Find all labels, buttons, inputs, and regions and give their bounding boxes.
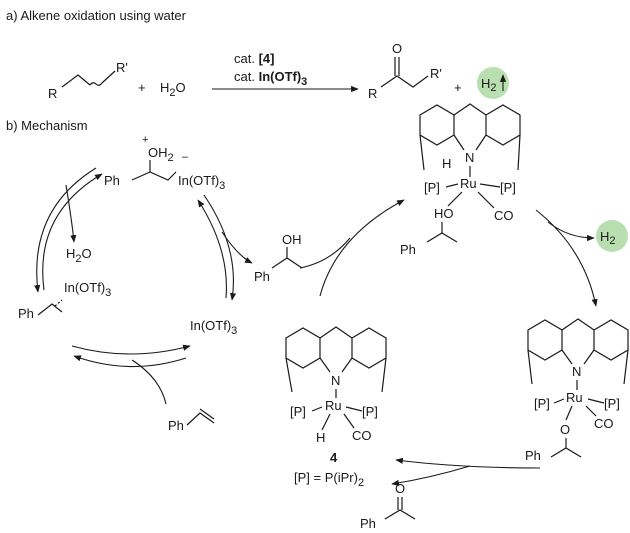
plus-sign: + [454, 80, 462, 95]
svg-text:OH: OH [282, 232, 302, 247]
svg-text:R: R [48, 86, 57, 101]
svg-text:O: O [395, 481, 405, 496]
svg-text:+: + [142, 134, 148, 146]
svg-text:[P]: [P] [534, 396, 550, 411]
ru-hydride-complex-4: N Ru [P] [P] H CO [285, 326, 387, 445]
ru-alkoxide-complex: N Ru [P] [P] O CO Ph [525, 318, 629, 463]
svg-text:Ph: Ph [168, 418, 184, 433]
svg-text:H2: H2 [481, 76, 497, 94]
ru-alcohol-complex: N H Ru [P] [P] HO CO Ph [400, 103, 521, 257]
svg-text:[P]: [P] [290, 404, 306, 419]
svg-text:H: H [442, 156, 451, 171]
left-cycle-arrows [34, 167, 253, 405]
svg-text:N: N [331, 373, 340, 388]
svg-text:H2: H2 [600, 229, 616, 247]
svg-text:Ph: Ph [525, 448, 541, 463]
svg-text:In(OTf)3: In(OTf)3 [178, 173, 225, 192]
catalyst-indium-label: cat. In(OTf)3 [234, 69, 307, 88]
phosphine-legend: [P] = P(iPr)2 [294, 470, 364, 489]
svg-text:–: – [182, 151, 189, 163]
svg-text:[P]: [P] [362, 404, 378, 419]
water-reactant: H2O [160, 80, 186, 99]
svg-text:H: H [316, 430, 325, 445]
svg-text:R': R' [116, 60, 128, 75]
svg-text:Ph: Ph [18, 306, 34, 321]
svg-text:[P]: [P] [604, 396, 620, 411]
alkene-reactant: R R' [48, 60, 128, 101]
svg-text:Ph: Ph [360, 516, 376, 531]
svg-text:[P]: [P] [500, 180, 516, 195]
svg-text:OH2: OH2 [148, 145, 174, 164]
svg-text:[P]: [P] [424, 180, 440, 195]
svg-text:Ru: Ru [325, 398, 342, 413]
svg-text:CO: CO [494, 208, 514, 223]
acetophenone-product: O Ph [360, 481, 416, 531]
svg-text:R': R' [430, 66, 442, 81]
svg-text:Ph: Ph [104, 173, 120, 188]
oxonium-intermediate: + OH2 Ph – In(OTf)3 [104, 134, 225, 192]
svg-text:N: N [465, 150, 474, 165]
svg-text:In(OTf)3: In(OTf)3 [64, 280, 111, 299]
svg-text:HO: HO [434, 206, 454, 221]
svg-text:R: R [368, 86, 377, 101]
svg-text:Ph: Ph [400, 242, 416, 257]
svg-text:O: O [560, 422, 570, 437]
catalyst-4-label: cat. [4] [234, 51, 274, 66]
svg-text:CO: CO [594, 416, 614, 431]
svg-text:Ru: Ru [460, 176, 477, 191]
section-a-title: a) Alkene oxidation using water [6, 8, 187, 23]
ketone-product: O R R' [368, 41, 442, 101]
pi-complex-intermediate: Ph In(OTf)3 [18, 280, 111, 321]
compound-4-label: 4 [330, 450, 338, 465]
section-b-title: b) Mechanism [6, 118, 88, 133]
svg-text:CO: CO [352, 428, 372, 443]
styrene-reactant: Ph [168, 408, 215, 433]
h2-release-badge: H2 [596, 220, 628, 252]
svg-text:Ph: Ph [254, 269, 270, 284]
water-in-label: H2O [66, 246, 92, 265]
h2-product-badge: H2 [477, 67, 509, 99]
right-cycle-arrows [299, 199, 598, 486]
svg-text:Ru: Ru [566, 390, 583, 405]
svg-text:O: O [392, 41, 402, 56]
svg-text:N: N [572, 364, 581, 379]
indium-triflate-free: In(OTf)3 [190, 318, 237, 337]
plus-sign: + [138, 80, 146, 95]
phenylethanol-intermediate: OH Ph [254, 232, 303, 284]
